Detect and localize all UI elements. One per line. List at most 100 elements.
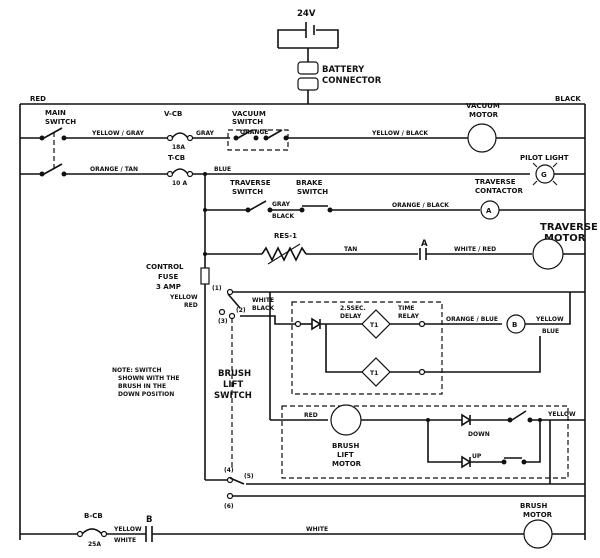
orange-tan-label: ORANGE / TAN [90, 166, 138, 173]
terminal-1-label: (1) [212, 285, 222, 292]
time-relay-label-2: RELAY [398, 313, 420, 320]
brake-switch-contact-2 [327, 207, 333, 213]
brake-switch-label-2: SWITCH [297, 188, 328, 196]
pilot-ray-3 [532, 180, 538, 186]
main-switch-blade-2 [43, 163, 63, 175]
relay-b-return [525, 292, 571, 325]
res1-adjust-arrow [267, 243, 301, 265]
traverse-contactor-a: A [486, 207, 492, 215]
left-rail-label: RED [30, 95, 46, 103]
yellow-b-label: YELLOW [113, 526, 142, 533]
white-red-label: WHITE / RED [454, 246, 496, 253]
brush-lift-switch-label-3: SWITCH [214, 391, 252, 401]
terminal-4-label: (4) [224, 467, 234, 474]
bcb-arc [81, 528, 103, 535]
up-return [526, 420, 541, 463]
terminal-5-label: (5) [244, 473, 254, 480]
pilot-light-g: G [541, 171, 547, 179]
contact-b-label: B [146, 515, 152, 525]
up-branch [427, 420, 462, 463]
time-relay-enclosure [291, 301, 443, 395]
orange-black-label: ORANGE / BLACK [392, 202, 449, 209]
black-small-label: BLACK [272, 213, 294, 220]
note-line-4: DOWN POSITION [118, 391, 174, 398]
relay-t1-diamond-top [361, 309, 391, 339]
relay-t1-diamond-bottom [361, 357, 391, 387]
terminal-2-label: (2) [236, 307, 246, 314]
pilot-ray-2 [552, 162, 558, 168]
relay-diode [311, 317, 322, 331]
vacuum-switch-contact-3 [263, 135, 269, 141]
terminal-6 [226, 492, 234, 500]
brush-lift-motor-label-1: BRUSH [332, 442, 359, 450]
brush-motor-label-2: MOTOR [523, 511, 553, 519]
tan-label: TAN [344, 246, 357, 253]
control-fuse: CONTROL FUSE 3 AMP YELLOW RED [146, 263, 210, 309]
brush-lift-motor-symbol [330, 404, 362, 436]
bcb-rating: 25A [88, 541, 101, 548]
down-switch-blade [511, 410, 527, 421]
vacuum-motor-label-1: VACUUM [466, 102, 500, 110]
brush-lift-motor-box: RED BRUSH LIFT MOTOR DOWN YELLOW UP [269, 292, 585, 484]
terminal-2 [228, 312, 236, 320]
vcb-label: V-CB [164, 110, 182, 118]
traverse-contactor-label-2: CONTACTOR [475, 187, 523, 195]
control-fuse-label-3: 3 AMP [156, 283, 181, 291]
vacuum-motor-label-2: MOTOR [469, 111, 499, 119]
tcb-terminal-left [166, 170, 174, 178]
vacuum-switch-contact-4 [283, 135, 289, 141]
down-switch-contact-2 [527, 417, 533, 423]
bcb-label: B-CB [84, 512, 103, 520]
battery-connector-top [297, 61, 319, 75]
traverse-motor-line: RES-1 TAN A WHITE / RED TRAVERSE MOTOR [203, 222, 598, 270]
pilot-ray-1 [532, 162, 538, 168]
vacuum-switch-label-2: SWITCH [232, 118, 263, 126]
relay-lower-return [424, 336, 541, 373]
relay-feed-wire [240, 315, 296, 325]
relay-terminal-out [418, 320, 426, 328]
down-label: DOWN [468, 431, 490, 438]
traverse-motor-symbol [532, 238, 564, 270]
brush-motor-symbol [523, 519, 553, 549]
control-feed-line: ORANGE / TAN T-CB 10 A BLUE PILOT LIGHT … [64, 154, 585, 480]
vcb-terminal-left [166, 134, 174, 142]
traverse-switch-contact-2 [267, 207, 273, 213]
pilot-light-label: PILOT LIGHT [520, 154, 569, 162]
relay-lower-wire [325, 324, 362, 373]
relay-t1-top-label: T1 [370, 322, 378, 329]
note-line-3: BRUSH IN THE [118, 383, 166, 390]
yellow-gray-label: YELLOW / GRAY [91, 130, 145, 137]
traverse-contactor-line: TRAVERSE SWITCH BRAKE SWITCH GRAY BLACK … [203, 178, 585, 220]
main-switch-label-2: SWITCH [45, 118, 76, 126]
up-diode [461, 455, 472, 469]
white-main-label: WHITE [306, 526, 328, 533]
brake-switch-contact-1 [299, 207, 305, 213]
vacuum-switch-blade-1 [237, 129, 253, 139]
up-label: UP [472, 453, 482, 460]
relay-terminal-in [294, 320, 302, 328]
tcb-rating: 10 A [172, 180, 187, 187]
brake-switch-label-1: BRAKE [296, 179, 323, 187]
brush-lift-switch-label-1: BRUSH [218, 369, 251, 379]
time-relay-label-1: TIME [398, 305, 414, 312]
tcb-terminal-right [186, 170, 194, 178]
brush-lift-switch-blade-2 [229, 477, 245, 485]
terminal-3 [218, 308, 226, 316]
blue-right-label: BLUE [542, 328, 559, 335]
vcb-arc [171, 132, 189, 139]
black-label: BLACK [252, 305, 274, 312]
bcb-terminal-left [76, 530, 84, 538]
relay-terminal-lower [418, 368, 426, 376]
main-switch-contact-1 [39, 135, 45, 141]
yellow-brush-label: YELLOW [547, 411, 576, 418]
vcb-rating: 18A [172, 144, 185, 151]
relay-b-label: B [512, 321, 517, 329]
traverse-switch-label-2: SWITCH [232, 188, 263, 196]
traverse-switch-blade [249, 200, 267, 211]
yellow-black-label: YELLOW / BLACK [371, 130, 428, 137]
vacuum-line: YELLOW / GRAY V-CB 18A GRAY VACUUM SWITC… [64, 102, 585, 153]
blue-label: BLUE [214, 166, 231, 173]
vacuum-switch-blade-2 [267, 129, 283, 139]
red-brush-label: RED [304, 412, 318, 419]
fuse-red-label: RED [184, 302, 198, 309]
